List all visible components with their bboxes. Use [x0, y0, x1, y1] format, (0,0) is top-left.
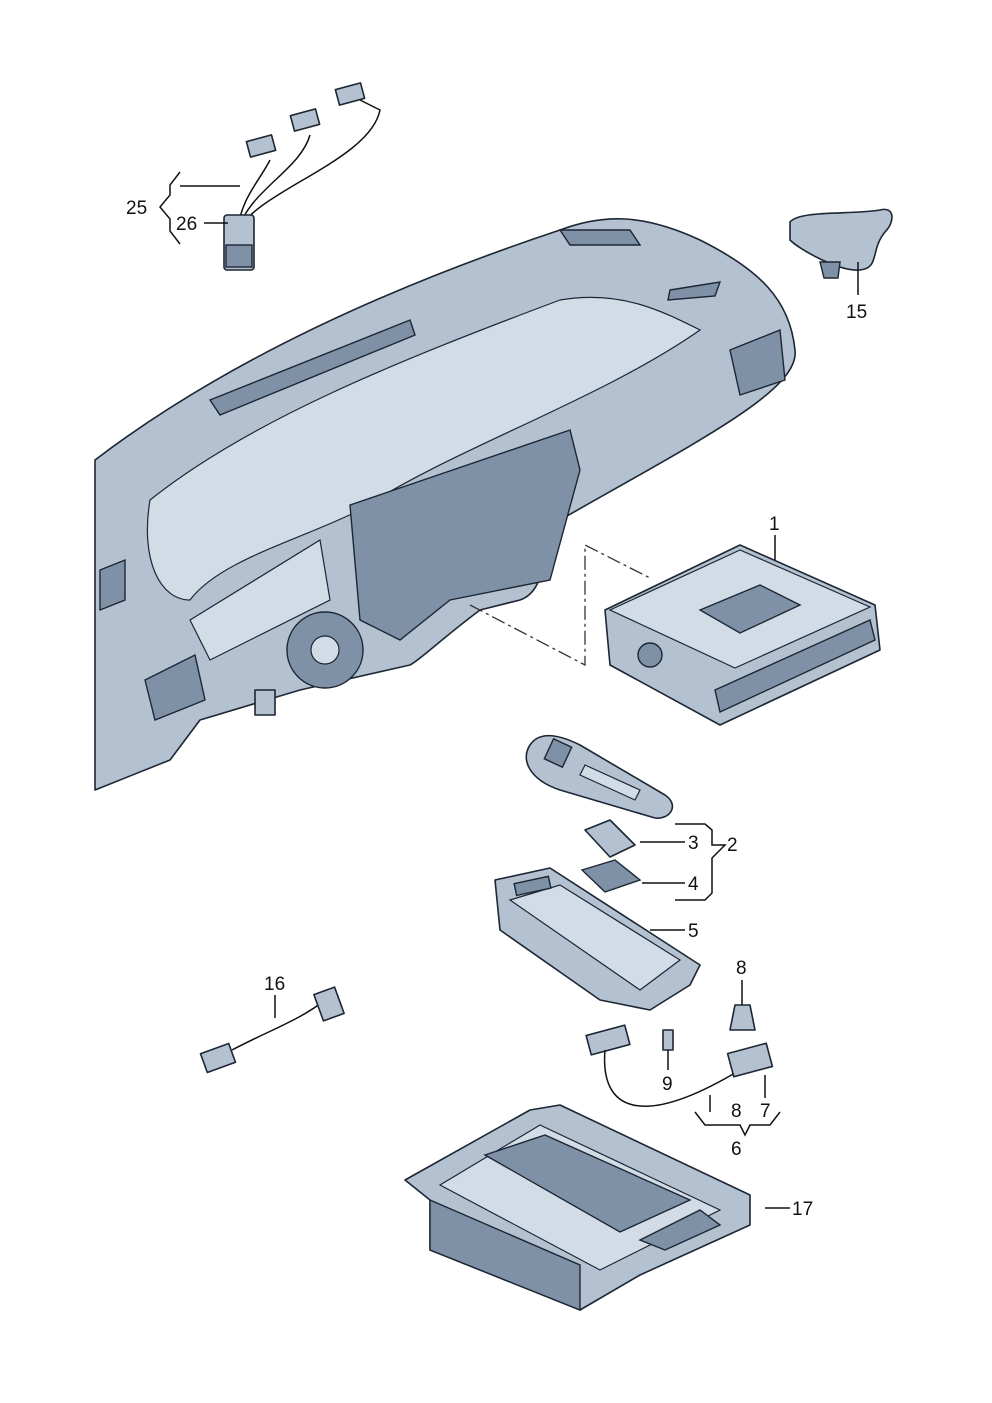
- phone-cradle: [494, 867, 701, 1011]
- callout-16: 16: [264, 974, 285, 995]
- radio-unit: [604, 544, 881, 726]
- roof-antenna: [789, 208, 893, 279]
- callout-15: 15: [846, 302, 867, 323]
- install-line-1: [469, 543, 651, 667]
- telephone-handset: [525, 734, 674, 819]
- callout-4: 4: [688, 874, 699, 895]
- cover-plate: [580, 859, 642, 893]
- screw-8: [729, 1004, 756, 1031]
- wiring-harness: [223, 82, 381, 271]
- bracket-6: [694, 1111, 781, 1137]
- bracket-25: [159, 171, 181, 245]
- callout-5: 5: [688, 921, 699, 942]
- callout-1: 1: [769, 514, 780, 535]
- antenna-cable: [199, 986, 345, 1074]
- callout-26: 26: [176, 214, 197, 235]
- screw-9: [662, 1029, 674, 1051]
- dashboard: [94, 217, 796, 791]
- callout-7: 7: [760, 1101, 771, 1122]
- callout-3: 3: [688, 833, 699, 854]
- storage-tray: [404, 1104, 751, 1312]
- bracket-2: [675, 823, 727, 901]
- callout-6: 6: [731, 1139, 742, 1160]
- callout-17: 17: [792, 1199, 813, 1220]
- callout-8-bottom: 8: [731, 1101, 742, 1122]
- memory-card: [584, 819, 636, 858]
- callout-9: 9: [662, 1074, 673, 1095]
- adapter-cable: [585, 1024, 774, 1107]
- callout-8-top: 8: [736, 958, 747, 979]
- callout-25: 25: [126, 198, 147, 219]
- callout-2: 2: [727, 835, 738, 856]
